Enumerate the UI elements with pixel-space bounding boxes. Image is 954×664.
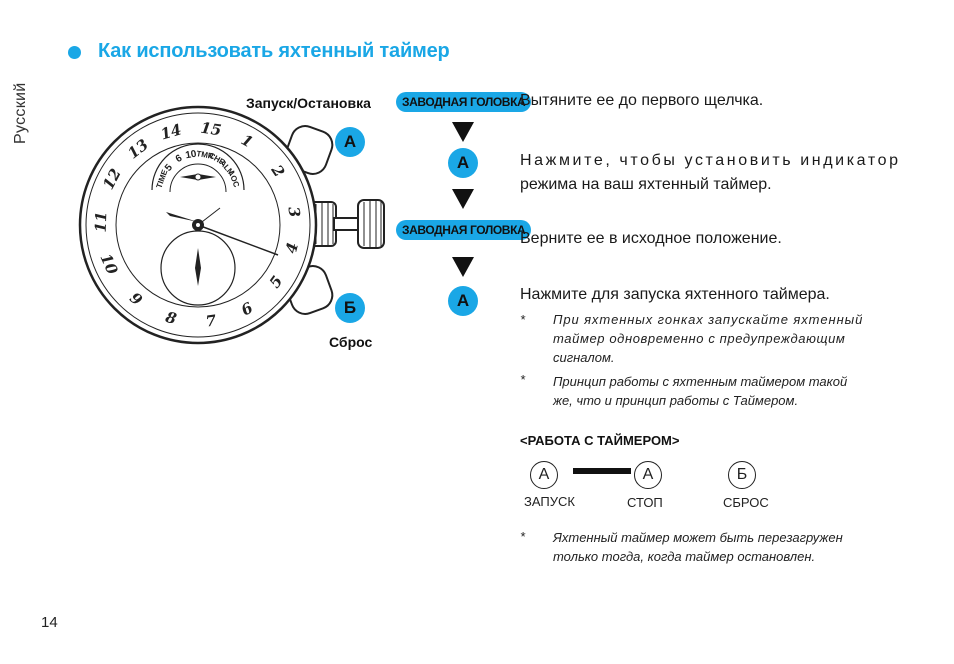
note-1-line1: При яхтенных гонках запускайте яхтенный (553, 312, 864, 327)
start-stop-label: Запуск/Остановка (246, 95, 371, 111)
footnote-line2: только тогда, когда таймер остановлен. (553, 549, 816, 564)
note-2-line1: Принцип работы с яхтенным таймером такой (553, 374, 848, 389)
mode-scale-label: 6 (173, 152, 185, 166)
timer-section-heading: <РАБОТА С ТАЙМЕРОМ> (520, 433, 680, 448)
watch-diagram (78, 105, 385, 345)
seq-connector (573, 468, 631, 474)
mode-hand (180, 173, 216, 181)
crown-tag-2: ЗАВОДНАЯ ГОЛОВКА (396, 220, 532, 240)
subdial-hand (195, 248, 201, 286)
arrow-down-icon (452, 122, 474, 142)
footnote-star: * (520, 529, 526, 544)
page-number: 14 (41, 614, 58, 631)
step-1-text: Вытяните ее до первого щелчка. (520, 92, 764, 109)
note-1-line2: таймер одновременно с предупреждающим (553, 331, 846, 346)
note-2-star: * (520, 372, 526, 387)
note-2-line2: же, что и принцип работы с Таймером. (553, 393, 799, 408)
mode-scale-label: LOC (226, 169, 241, 189)
note-1-line3: сигналом. (553, 350, 615, 365)
step-2-text-line2: режима на ваш яхтенный таймер. (520, 176, 772, 193)
seq-reset-label: СБРОС (723, 495, 769, 510)
seq-reset-circle: Б (728, 461, 756, 489)
seq-stop-circle: A (634, 461, 662, 489)
seq-stop-label: СТОП (627, 495, 663, 510)
button-a-marker: A (335, 127, 365, 157)
title-bullet-icon (68, 46, 81, 59)
minute-hand (197, 224, 279, 256)
crown-tag-1: ЗАВОДНАЯ ГОЛОВКА (396, 92, 532, 112)
step-2-text-line1: Нажмите, чтобы установить индикатор (520, 152, 901, 169)
seq-start-circle: A (530, 461, 558, 489)
step-4-text: Нажмите для запуска яхтенного таймера. (520, 286, 830, 303)
step-3-text: Верните ее в исходное положение. (520, 230, 782, 247)
mode-scale-label: TIME (154, 168, 170, 190)
step-4-button-a: A (448, 286, 478, 316)
seq-start-label: ЗАПУСК (524, 494, 575, 509)
step-2-button-a: A (448, 148, 478, 178)
arrow-down-icon (452, 257, 474, 277)
page-title: Как использовать яхтенный таймер (98, 40, 450, 62)
footnote-line1: Яхтенный таймер может быть перезагружен (553, 530, 843, 545)
crown-out (333, 199, 385, 249)
hour-hand (166, 212, 198, 222)
reset-label: Сброс (329, 334, 373, 350)
button-b-marker: Б (335, 293, 365, 323)
dial-ring (115, 142, 281, 308)
arrow-down-icon (452, 189, 474, 209)
mode-arc (151, 143, 245, 191)
note-1-star: * (520, 312, 526, 327)
language-label: Русский (12, 82, 29, 144)
mode-arc-inner (169, 163, 227, 193)
bezel-ring (85, 112, 311, 338)
